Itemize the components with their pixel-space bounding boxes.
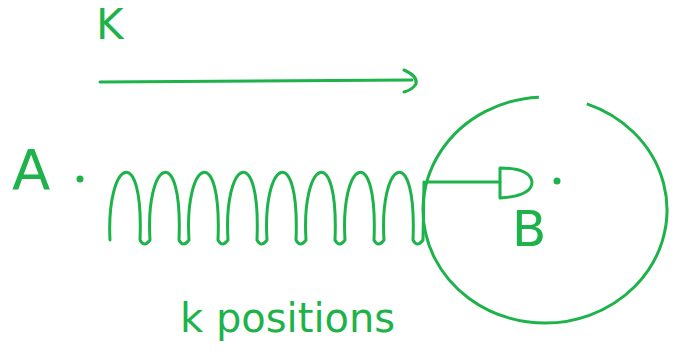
node-text: B <box>512 204 546 254</box>
spring-coil <box>110 172 424 244</box>
arrow-head <box>404 70 416 92</box>
end-piece <box>500 168 532 198</box>
region-circle: B <box>420 94 670 326</box>
spring-rod <box>426 181 500 184</box>
point-label: A <box>12 142 50 198</box>
point-b <box>554 178 561 185</box>
point-a <box>77 176 84 183</box>
caption-note: k positions <box>180 298 395 338</box>
spring-constant-label: K <box>96 4 124 46</box>
direction-arrow-line <box>100 80 412 82</box>
outline-shape <box>423 97 667 323</box>
